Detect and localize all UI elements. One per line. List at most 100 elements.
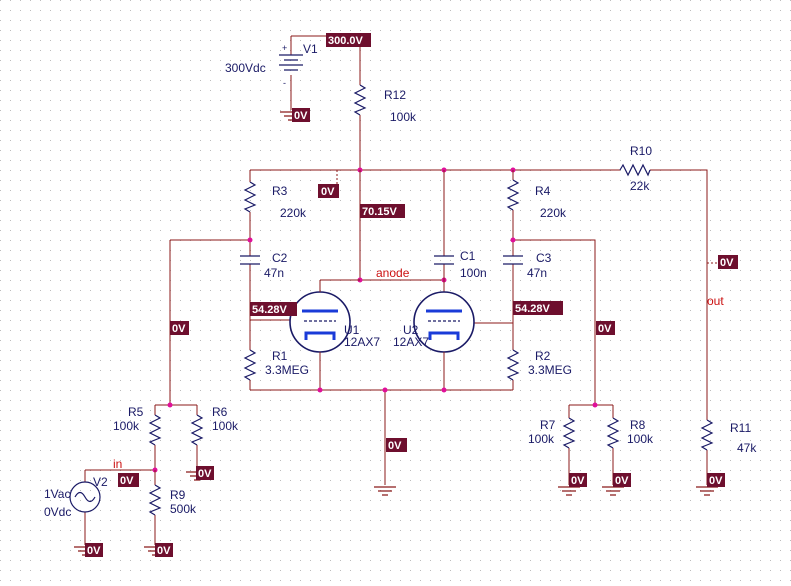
probe-left-coupling-text: 0V	[172, 323, 186, 335]
probe-r9-gnd-text: 0V	[157, 545, 171, 557]
r11-resistor[interactable]	[700, 419, 714, 451]
probe-input[interactable]: 0V	[118, 473, 139, 487]
probe-r11-gnd-text: 0V	[709, 475, 723, 487]
r1-value: 3.3MEG	[265, 363, 309, 377]
probe-r11-gnd[interactable]: 0V	[707, 473, 725, 487]
probe-r7-gnd[interactable]: 0V	[569, 473, 587, 487]
r8-resistor[interactable]	[606, 417, 620, 449]
r4-name: R4	[535, 184, 551, 198]
c1-value: 100n	[460, 266, 487, 280]
r7-resistor[interactable]	[562, 417, 576, 449]
probe-v1-top[interactable]: 300.0V	[326, 33, 371, 47]
c3-capacitor[interactable]	[503, 255, 523, 265]
probe-out-text: 0V	[720, 257, 734, 269]
v1-name: V1	[303, 42, 318, 56]
probe-r6-gnd-text: 0V	[198, 468, 212, 480]
c3-name: C3	[536, 251, 552, 265]
in-net-label: in	[113, 457, 122, 471]
r8-name: R8	[630, 418, 646, 432]
probe-left-coupling[interactable]: 0V	[170, 321, 189, 335]
probe-v1-top-text: 300.0V	[328, 35, 364, 47]
r4-value: 220k	[540, 206, 567, 220]
r12-resistor[interactable]	[353, 84, 367, 116]
probe-u2-grid-text: 54.28V	[515, 303, 551, 315]
c3-value: 47n	[527, 266, 547, 280]
common-ground-symbol	[374, 486, 396, 496]
junction-dot	[317, 387, 323, 393]
probe-right-coupling[interactable]: 0V	[596, 321, 615, 335]
r12-value: 100k	[390, 110, 417, 124]
r6-resistor[interactable]	[190, 414, 204, 446]
probe-r8-gnd[interactable]: 0V	[613, 473, 631, 487]
probe-v2-gnd[interactable]: 0V	[85, 543, 103, 557]
junction-dot	[510, 237, 516, 243]
c2-value: 47n	[264, 266, 284, 280]
v1-value: 300Vdc	[225, 61, 266, 75]
u1-model: 12AX7	[344, 335, 380, 349]
junction-dot	[167, 402, 173, 408]
r2-resistor[interactable]	[506, 349, 520, 381]
probe-u1-grid[interactable]: 54.28V	[250, 302, 297, 316]
probe-anode[interactable]: 70.15V	[360, 204, 405, 218]
junction-dot	[441, 387, 447, 393]
probe-input-text: 0V	[120, 475, 134, 487]
probe-v2-gnd-text: 0V	[87, 545, 101, 557]
svg-text:-: -	[283, 78, 286, 88]
probe-common-gnd[interactable]: 0V	[386, 438, 407, 452]
r1-name: R1	[272, 349, 288, 363]
v2-dc-value: 0Vdc	[44, 505, 71, 519]
probe-v1-gnd-text: 0V	[294, 110, 308, 122]
r1-resistor[interactable]	[243, 349, 257, 381]
probe-u2-grid[interactable]: 54.28V	[513, 301, 563, 315]
probe-v1-gnd[interactable]: 0V	[292, 108, 310, 122]
r10-name: R10	[630, 144, 652, 158]
v2-ac-value: 1Vac	[44, 487, 70, 501]
r10-value: 22k	[630, 179, 650, 193]
probe-out[interactable]: 0V	[718, 255, 738, 269]
r9-value: 500k	[170, 502, 197, 516]
r11-value: 47k	[737, 441, 757, 455]
probe-r3-top[interactable]: 0V	[318, 184, 339, 198]
r5-value: 100k	[113, 419, 140, 433]
r5-name: R5	[128, 405, 144, 419]
probe-common-gnd-text: 0V	[388, 440, 402, 452]
probe-r8-gnd-text: 0V	[615, 475, 629, 487]
u1-tube[interactable]	[289, 280, 351, 390]
r4-resistor[interactable]	[506, 179, 520, 211]
u2-tube[interactable]	[413, 291, 475, 390]
r7-value: 100k	[528, 432, 555, 446]
r7-name: R7	[540, 418, 556, 432]
r10-resistor[interactable]	[619, 163, 651, 177]
r8-value: 100k	[627, 432, 654, 446]
r2-value: 3.3MEG	[528, 363, 572, 377]
c1-capacitor[interactable]	[434, 255, 454, 265]
r6-name: R6	[212, 405, 228, 419]
probe-anode-text: 70.15V	[362, 206, 398, 218]
u2-name: U2	[403, 323, 419, 337]
r3-resistor[interactable]	[243, 181, 257, 213]
probe-r9-gnd[interactable]: 0V	[155, 543, 173, 557]
probe-right-coupling-text: 0V	[598, 323, 612, 335]
r9-resistor[interactable]	[148, 484, 162, 516]
r11-name: R11	[730, 421, 751, 435]
svg-text:+: +	[282, 43, 287, 53]
probe-r3-top-text: 0V	[321, 186, 335, 198]
junction-dot	[592, 402, 598, 408]
r5-resistor[interactable]	[148, 414, 162, 446]
c1-name: C1	[460, 249, 476, 263]
probe-r7-gnd-text: 0V	[571, 475, 585, 487]
u2-model: 12AX7	[393, 335, 429, 349]
r2-name: R2	[535, 349, 551, 363]
junction-dot	[247, 237, 253, 243]
out-net-label: out	[707, 294, 724, 308]
v2-ac-source[interactable]	[69, 481, 101, 513]
r12-name: R12	[384, 88, 406, 102]
r3-name: R3	[272, 184, 288, 198]
probe-u1-grid-text: 54.28V	[252, 304, 288, 316]
c2-name: C2	[272, 251, 288, 265]
r6-value: 100k	[212, 419, 239, 433]
probe-r6-gnd[interactable]: 0V	[196, 466, 214, 480]
c2-capacitor[interactable]	[240, 255, 260, 265]
